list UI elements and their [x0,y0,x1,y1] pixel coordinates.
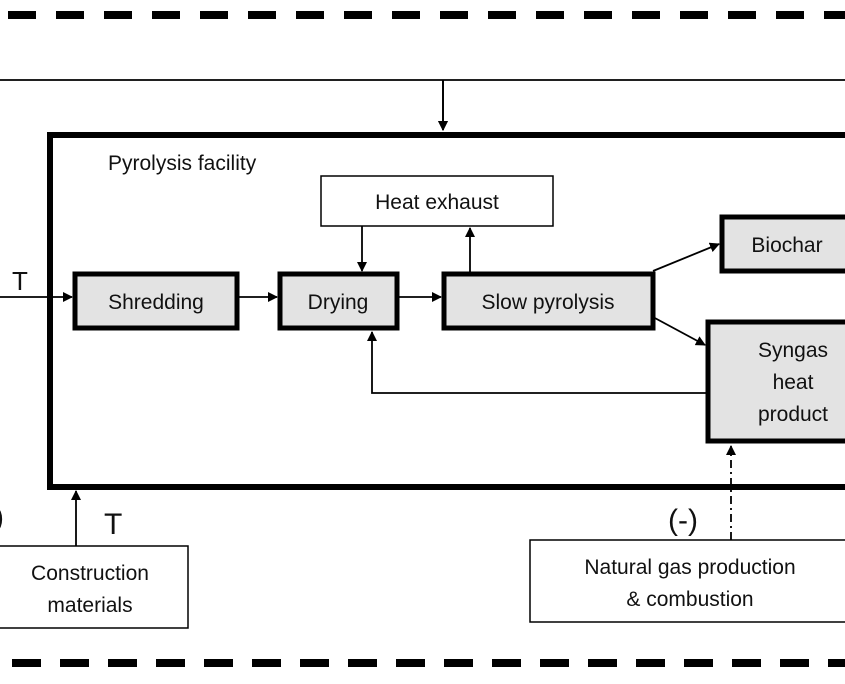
natural-gas-label-1: Natural gas production [584,556,795,579]
heat-exhaust-label: Heat exhaust [375,191,499,214]
natural-gas-label-2: & combustion [626,588,753,611]
pyrolysis-facility-boundary [47,132,845,490]
slow-pyrolysis-box [441,271,656,331]
construction-label-2: materials [47,594,132,617]
syngas-box [705,319,845,444]
shredding-label: Shredding [108,291,204,314]
heat-exhaust-box [320,175,554,227]
syngas-label-2: heat [773,371,814,394]
facility-label: Pyrolysis facility [108,152,257,175]
biochar-label: Biochar [751,234,822,257]
natural-gas-avoided-label: (-) [668,504,698,537]
syngas-label-1: Syngas [758,339,828,362]
syngas-to-drying-feedback-arrow [367,331,707,394]
biochar-box [719,214,845,274]
construction-label-1: Construction [31,562,149,585]
drying-label: Drying [308,291,369,314]
construction-materials-box [0,545,189,629]
syngas-label-3: product [758,403,828,426]
drying-box [277,271,400,331]
input-transport-label: T [12,266,28,296]
partial-paren-label: ) [0,501,4,534]
slow-pyrolysis-label: Slow pyrolysis [481,291,614,314]
pyrolysis-to-biochar-arrow [652,242,720,272]
construction-transport-label: T [104,508,122,541]
top-input-line [0,79,845,130]
pyrolysis-to-syngas-arrow [652,316,706,346]
natural-gas-box [529,539,845,623]
shredding-box [72,271,240,331]
